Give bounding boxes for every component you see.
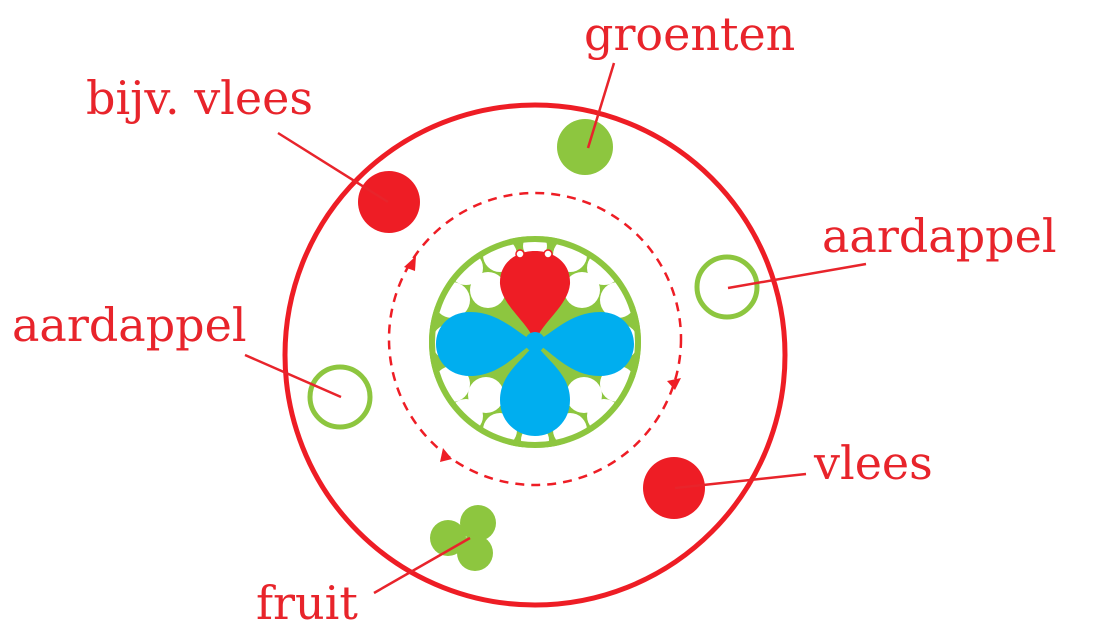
label-bijv-vlees: bijv. vlees: [86, 71, 313, 125]
center-medallion: [429, 234, 641, 454]
aardappel-right-ring: [697, 257, 757, 317]
fruit-cluster: [430, 505, 496, 571]
label-vlees: vlees: [813, 436, 933, 490]
rotation-arrow-right: [667, 378, 681, 390]
drop-eye-left: [516, 250, 524, 258]
label-groenten: groenten: [584, 7, 795, 61]
groenten-dot: [557, 119, 613, 175]
label-aardappel-left: aardappel: [12, 298, 247, 352]
bijv-vlees-dot: [358, 171, 420, 233]
drop-eye-right: [544, 250, 552, 258]
label-aardappel-right: aardappel: [822, 209, 1057, 263]
leader-fruit: [374, 538, 470, 593]
rotation-arrow-bottom-left: [440, 448, 452, 462]
leader-aardappel-left: [245, 355, 341, 397]
vlees-dot: [643, 457, 705, 519]
label-fruit: fruit: [256, 576, 358, 629]
